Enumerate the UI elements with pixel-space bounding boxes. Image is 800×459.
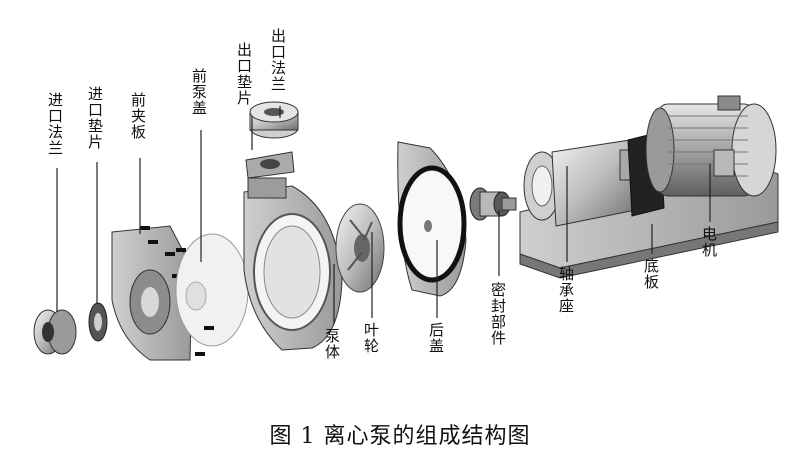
front-clamp-plate-part	[111, 225, 205, 361]
label-base-plate: 底板	[642, 258, 660, 290]
pump-body-part	[243, 177, 343, 351]
label-rear-cover: 后盖	[427, 322, 445, 354]
impeller-part	[335, 203, 385, 293]
seal-parts-part	[469, 187, 517, 221]
motor-part	[645, 95, 777, 197]
label-inlet-flange: 进口法兰	[46, 92, 64, 156]
label-front-pump-cover: 前泵盖	[190, 68, 208, 116]
leader-lines	[56, 106, 711, 324]
label-pump-body: 泵体	[323, 328, 341, 360]
inlet-gasket-part	[88, 302, 108, 342]
label-outlet-flange: 出口法兰	[269, 28, 287, 92]
outlet-flange-part	[249, 101, 299, 139]
front-pump-cover-part	[175, 233, 249, 347]
figure-caption: 图 1 离心泵的组成结构图	[269, 424, 531, 449]
label-seal-parts: 密封部件	[489, 282, 507, 346]
label-front-clamp-plate: 前夹板	[129, 92, 147, 140]
label-bearing-seat: 轴承座	[557, 266, 575, 314]
label-impeller: 叶轮	[362, 322, 380, 354]
rear-cover-part	[397, 141, 467, 297]
outlet-gasket-part	[245, 151, 295, 179]
label-outlet-gasket: 出口垫片	[235, 42, 253, 106]
bearing-seat-part	[523, 139, 641, 227]
label-inlet-gasket: 进口垫片	[86, 86, 104, 150]
label-motor: 电机	[700, 226, 718, 258]
inlet-flange-part	[33, 309, 77, 355]
diagram-drawing	[33, 95, 779, 361]
